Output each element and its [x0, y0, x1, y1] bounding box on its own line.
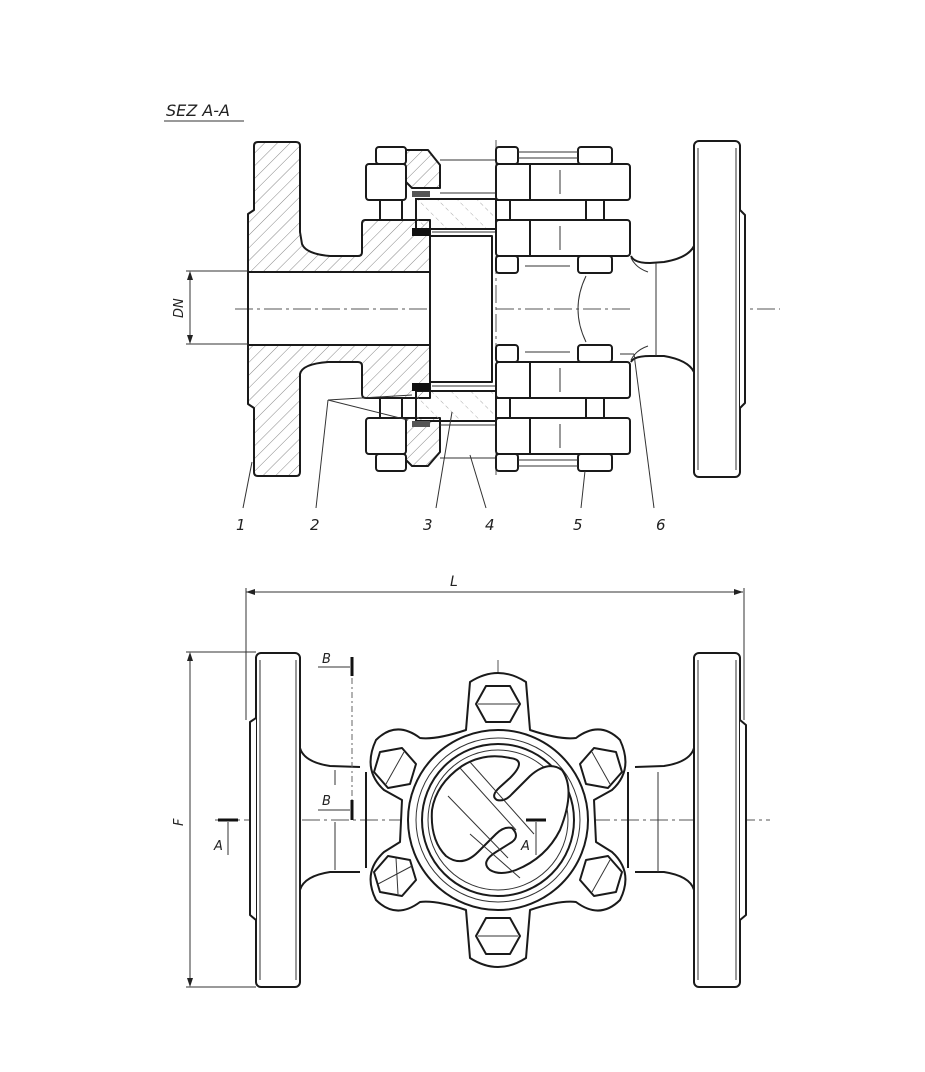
left-flange-side	[255, 652, 301, 988]
right-flange-neck	[630, 245, 695, 373]
bore-cavity	[429, 235, 493, 383]
left-flange-section-lower	[247, 344, 431, 477]
marker-b-bottom: B	[322, 794, 331, 809]
callout-5: 5	[573, 516, 583, 534]
hex-bolts	[373, 685, 623, 955]
l-label: L	[450, 574, 458, 590]
clamp-plate-2	[495, 219, 631, 257]
marker-b-top: B	[322, 652, 331, 667]
right-neck	[634, 747, 695, 891]
gasket-lower	[412, 383, 430, 391]
f-label: F	[172, 818, 187, 826]
left-flange-raised-face	[249, 717, 257, 921]
hex-bolt-lower-left	[373, 855, 417, 897]
nut-block-upper-left	[365, 163, 407, 201]
callout-6: 6	[656, 516, 666, 534]
clamp-plate-4	[495, 417, 631, 455]
left-neck	[299, 747, 361, 891]
marker-a-left: A	[213, 839, 223, 854]
gasket-upper-outer	[412, 191, 430, 197]
glass-hatch	[447, 761, 535, 879]
callout-leaders	[242, 353, 655, 509]
gasket-lower-outer	[412, 421, 430, 427]
f-dimension: F	[172, 651, 256, 988]
callout-4: 4	[485, 516, 495, 534]
flow-indicator-vane	[430, 755, 570, 874]
right-flange-raised-face	[739, 209, 746, 409]
right-flange-raised-face-side	[739, 719, 747, 921]
bolt-head-upper-left	[375, 146, 407, 165]
callout-1: 1	[236, 516, 246, 534]
gasket-upper	[412, 228, 430, 236]
left-flange-section-upper	[247, 141, 431, 273]
callout-3: 3	[423, 516, 433, 534]
section-marker-b: B B	[318, 652, 354, 820]
sight-glass-lower	[415, 390, 497, 422]
bolts-right	[495, 146, 613, 472]
bolt-shank-lower-left	[379, 397, 403, 419]
side-view: L F	[172, 574, 770, 988]
callout-2: 2	[310, 516, 320, 534]
clamp-plate-3	[495, 361, 631, 399]
bolt-head-lower-left	[375, 453, 407, 472]
clamp-ring-upper	[401, 149, 441, 189]
sight-glass-upper	[415, 198, 497, 230]
marker-a-center: A	[520, 839, 530, 854]
clamp-plate-1	[495, 163, 631, 201]
section-title: SEZ A-A	[166, 101, 230, 120]
nut-block-lower-left	[365, 417, 407, 455]
dn-dimension: DN	[172, 270, 248, 345]
right-flange-side	[693, 652, 741, 988]
bore-arc-right	[577, 275, 587, 343]
dn-label: DN	[172, 298, 187, 318]
right-flange	[693, 140, 741, 478]
section-view: SEZ A-A DN 1 2 3 4 5 6	[164, 101, 780, 534]
bolt-shank-upper-left	[379, 199, 403, 221]
l-dimension: L	[245, 574, 745, 720]
section-marker-a: A A	[213, 818, 546, 855]
